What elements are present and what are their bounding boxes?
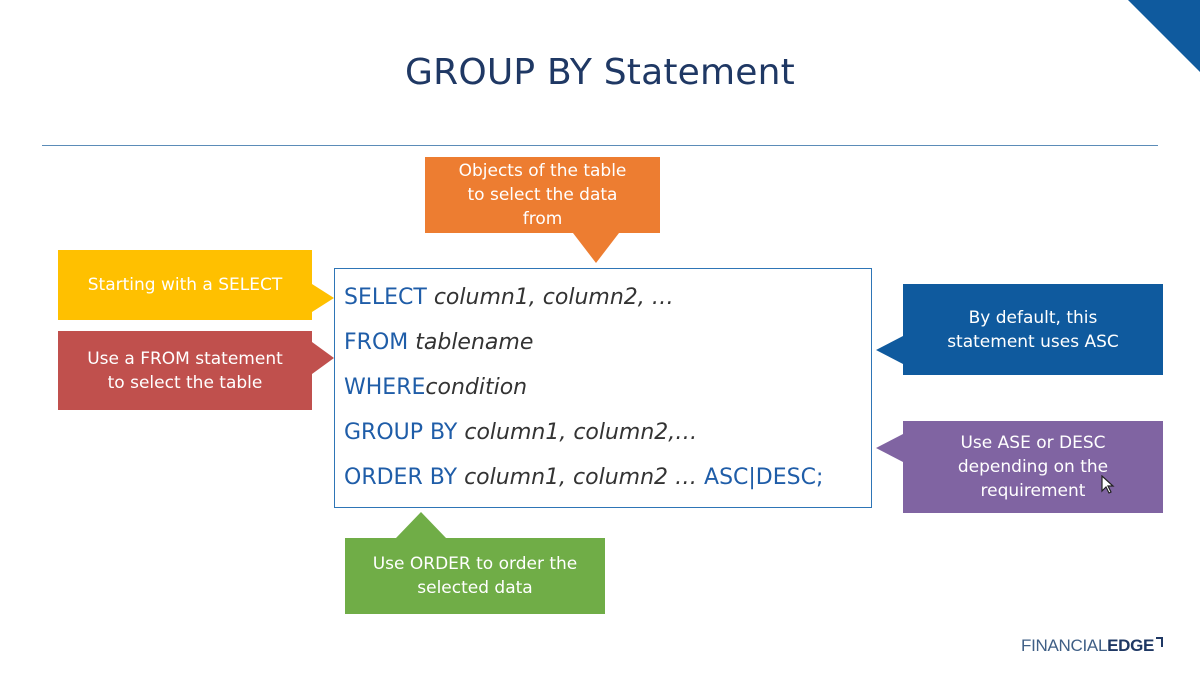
callout-order-text: Use ORDER to order the selected data: [372, 554, 578, 598]
callout-select: Starting with a SELECT: [58, 250, 312, 320]
code-sort-order: ASC|DESC;: [704, 465, 824, 490]
callout-objects-pointer: [573, 233, 619, 263]
callout-order-pointer: [396, 512, 446, 538]
code-line-order-by: ORDER BY column1, column2 … ASC|DESC;: [344, 463, 871, 508]
callout-default-asc: By default, this statement uses ASC: [903, 284, 1163, 375]
code-line-group-by: GROUP BY column1, column2,…: [344, 418, 871, 463]
code-line-from: FROM tablename: [344, 328, 871, 373]
logo-mark-icon: [1156, 637, 1164, 647]
code-keyword: SELECT: [344, 285, 427, 310]
logo-part-edge: EDGE: [1107, 636, 1155, 655]
callout-select-pointer: [312, 284, 334, 312]
code-args: tablename: [415, 330, 534, 355]
code-line-where: WHEREcondition: [344, 373, 871, 418]
callout-asc-desc-pointer: [876, 434, 903, 462]
callout-from: Use a FROM statement to select the table: [58, 331, 312, 410]
callout-from-pointer: [312, 342, 334, 374]
callout-default-asc-pointer: [876, 336, 903, 364]
sql-code-box: SELECT column1, column2, … FROM tablenam…: [334, 268, 872, 508]
code-line-select: SELECT column1, column2, …: [344, 283, 871, 328]
logo-part-financial: FINANCIAL: [1021, 636, 1108, 655]
mouse-pointer-icon: [1101, 475, 1115, 494]
callout-asc-desc: Use ASE or DESC depending on the require…: [903, 421, 1163, 513]
code-args: column1, column2, …: [433, 285, 674, 310]
code-keyword: ORDER BY: [344, 465, 458, 490]
callout-asc-desc-text: Use ASE or DESC depending on the require…: [957, 433, 1109, 501]
title-divider: [42, 145, 1158, 146]
callout-select-text: Starting with a SELECT: [87, 275, 283, 295]
code-keyword: FROM: [344, 330, 409, 355]
financial-edge-logo: FINANCIALEDGE: [1021, 636, 1164, 656]
code-keyword: GROUP BY: [344, 420, 458, 445]
callout-from-text: Use a FROM statement to select the table: [87, 348, 283, 393]
callout-objects-text: Objects of the table to select the data …: [458, 161, 627, 229]
code-args: column1, column2,…: [464, 420, 698, 445]
callout-objects: Objects of the table to select the data …: [425, 157, 660, 233]
page-title: GROUP BY Statement: [405, 52, 795, 93]
callout-order: Use ORDER to order the selected data: [345, 538, 605, 614]
code-args: column1, column2 …: [464, 465, 698, 490]
code-args: condition: [425, 375, 528, 400]
corner-decoration: [1128, 0, 1200, 72]
callout-default-asc-text: By default, this statement uses ASC: [947, 307, 1119, 352]
code-keyword: WHERE: [344, 375, 426, 400]
